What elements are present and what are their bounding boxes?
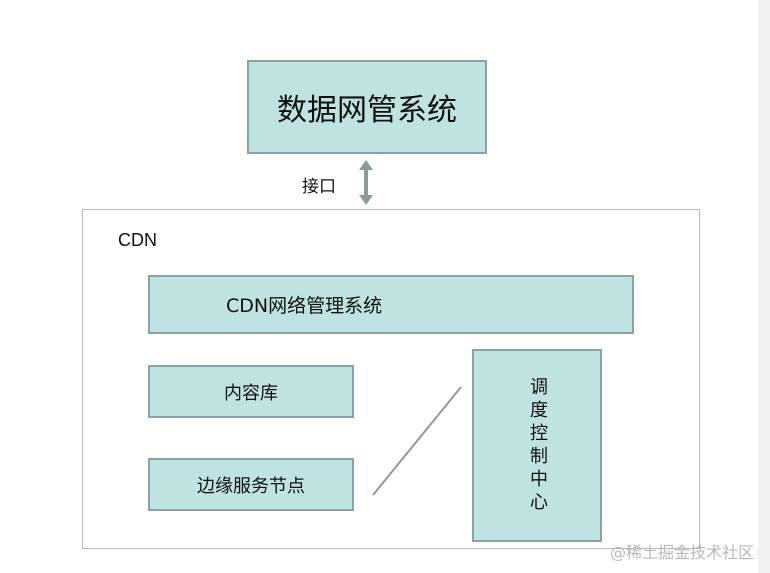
data-network-management-label: 数据网管系统 [277, 93, 457, 128]
dispatch-control-center-box: 调度控制中心 [472, 349, 602, 542]
cdn-network-management-label: CDN网络管理系统 [226, 295, 383, 317]
data-network-management-box: 数据网管系统 [247, 60, 487, 154]
edge-service-node-label: 边缘服务节点 [197, 475, 305, 497]
interface-double-arrow [359, 160, 373, 205]
cdn-container-label: CDN [118, 230, 157, 250]
content-library-box: 内容库 [148, 365, 354, 418]
edge-service-node-box: 边缘服务节点 [148, 458, 354, 511]
dispatch-control-center-label: 调度控制中心 [527, 376, 548, 515]
watermark-text: @稀土掘金技术社区 [609, 543, 754, 562]
content-library-label: 内容库 [224, 382, 278, 404]
page-edge-strip [758, 0, 770, 573]
cdn-network-management-box: CDN网络管理系统 [148, 275, 634, 334]
interface-label: 接口 [302, 177, 336, 197]
